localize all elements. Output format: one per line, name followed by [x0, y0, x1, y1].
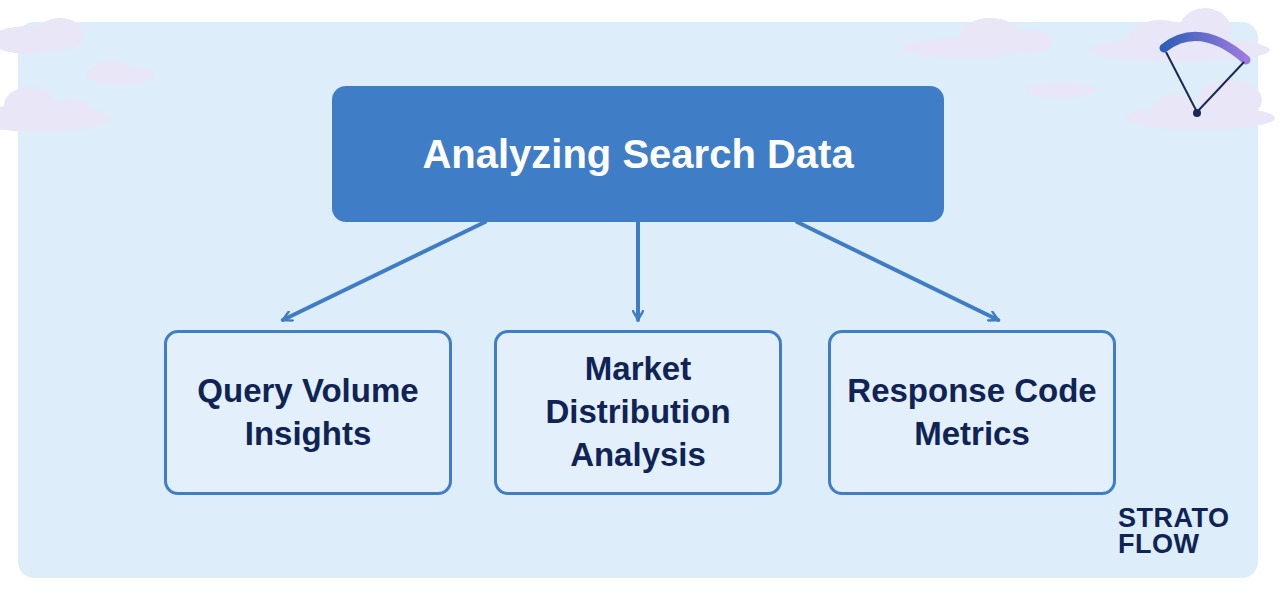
logo-text: STRATO FLOW	[1118, 505, 1230, 558]
arrow-connector	[283, 222, 485, 320]
process-box: Market Distribution Analysis	[494, 330, 782, 495]
title-box: Analyzing Search Data	[332, 86, 944, 222]
arrow-connector	[636, 222, 640, 320]
cloud	[903, 8, 1275, 130]
arrow-connector	[797, 222, 998, 320]
box-label: Market Distribution Analysis	[511, 348, 765, 477]
parachute-icon	[1164, 36, 1246, 117]
process-box: Response Code Metrics	[828, 330, 1116, 495]
cloud	[0, 18, 154, 132]
box-label: Query Volume Insights	[181, 370, 435, 456]
title-text: Analyzing Search Data	[422, 128, 853, 180]
box-label: Response Code Metrics	[845, 370, 1099, 456]
process-box: Query Volume Insights	[164, 330, 452, 495]
panel	[18, 22, 1258, 578]
